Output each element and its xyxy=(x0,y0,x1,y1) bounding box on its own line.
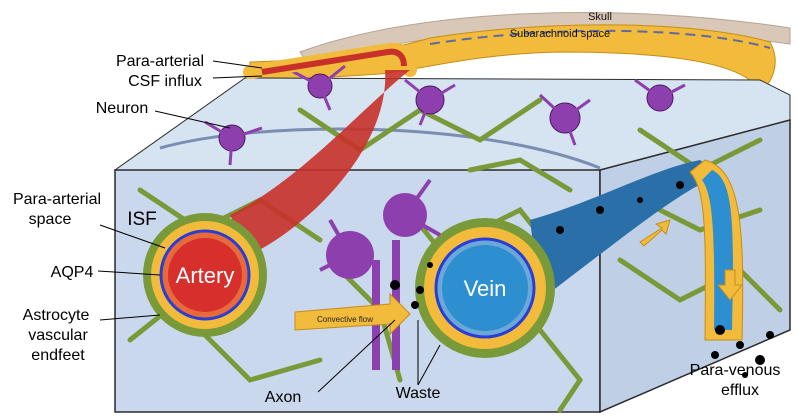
waste-particle-icon xyxy=(390,181,774,378)
waste-label: Waste xyxy=(396,385,441,402)
para-arterial-csf-label-1: Para-arterial xyxy=(116,53,204,70)
arrow-icon xyxy=(716,269,744,301)
convective-flow-arrow: Convective flow xyxy=(294,292,411,336)
vein-vessel xyxy=(530,160,720,300)
vein-label: Vein xyxy=(464,276,507,301)
isf-label: ISF xyxy=(127,209,157,230)
para-arterial-space-label-2: space xyxy=(29,211,72,228)
subarachnoid-label: Subarachnoid space xyxy=(510,28,610,40)
artery-vessel xyxy=(230,70,410,255)
skull-label: Skull xyxy=(588,11,612,23)
arrow-icon xyxy=(639,219,671,247)
astrocyte-label-2: vascular xyxy=(28,327,88,344)
aqp4-label: AQP4 xyxy=(51,264,94,281)
astrocyte-label-1: Astrocyte xyxy=(23,307,90,324)
leader-lines xyxy=(97,60,441,393)
artery-cross-section: Artery xyxy=(143,213,267,337)
vein-cross-section: Vein xyxy=(415,218,555,358)
para-arterial-csf-label-2: CSF influx xyxy=(128,73,202,90)
neuron-label: Neuron xyxy=(96,100,148,117)
csf-influx-artery xyxy=(261,48,407,75)
artery-label: Artery xyxy=(176,263,235,288)
neuron-icon xyxy=(204,64,686,166)
astrocyte-label-3: endfeet xyxy=(31,347,85,364)
para-venous-label-2: efflux xyxy=(721,382,759,399)
subarachnoid-dash xyxy=(429,29,771,49)
convective-flow-label: Convective flow xyxy=(317,315,373,324)
para-arterial-space-label-1: Para-arterial xyxy=(13,191,101,208)
axon-label: Axon xyxy=(265,389,301,406)
para-venous-label-1: Para-venous xyxy=(690,362,781,379)
